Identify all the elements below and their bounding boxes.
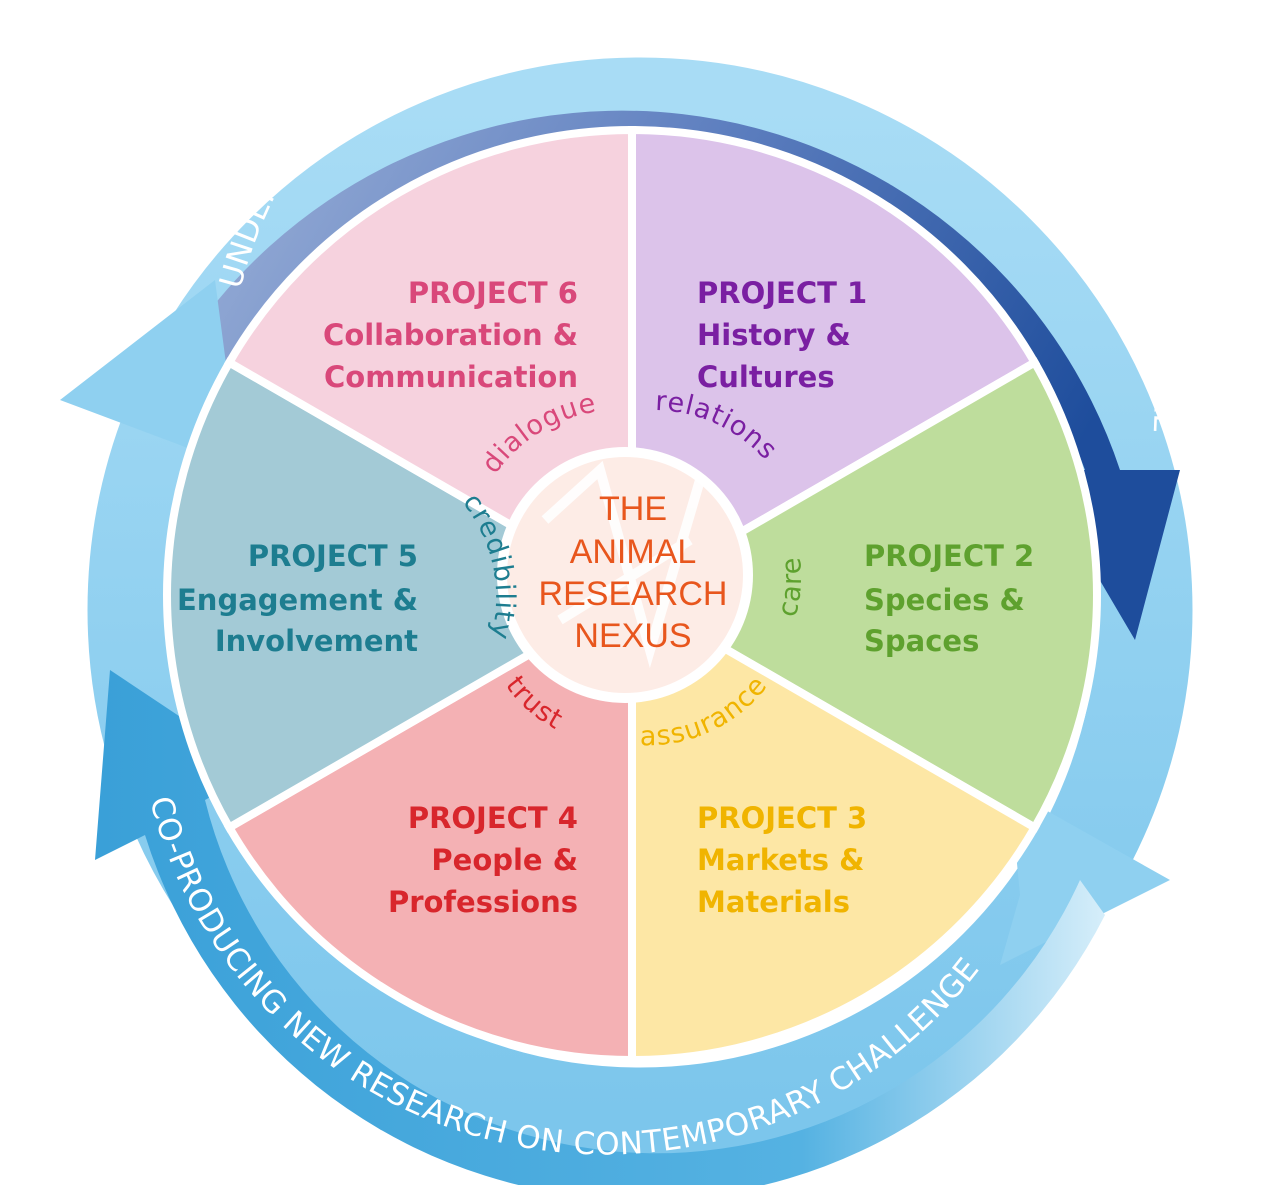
center-watermark-icon xyxy=(541,460,705,669)
project-1-line-1: History & xyxy=(697,318,851,352)
project-2-line-1: Species & xyxy=(864,583,1025,617)
project-4-line-2: Professions xyxy=(388,885,578,919)
segment-p5 xyxy=(163,357,640,833)
center-line-3: RESEARCH xyxy=(539,575,728,613)
center-line-2: ANIMAL xyxy=(570,533,697,571)
outer-ring-light xyxy=(87,57,1193,1163)
left-light-arrowhead xyxy=(60,280,240,470)
project-5-title: PROJECT 5 xyxy=(248,539,418,573)
project-wheel xyxy=(163,125,1101,1065)
center-line-1: THE xyxy=(599,490,667,528)
project-2-title: PROJECT 2 xyxy=(864,539,1034,573)
project-1-line-2: Cultures xyxy=(697,360,835,394)
project-3-title: PROJECT 3 xyxy=(697,801,867,835)
project-6-line-2: Communication xyxy=(324,360,578,394)
project-4-line-1: People & xyxy=(431,843,578,877)
segment-p1 xyxy=(628,125,1041,602)
project-3-line-1: Markets & xyxy=(697,843,864,877)
right-light-arrowhead xyxy=(1000,790,1170,965)
project-6-title: PROJECT 6 xyxy=(408,276,578,310)
segment-p3 xyxy=(628,588,1041,1065)
bottom-arrow-band xyxy=(95,670,1105,1185)
theme-care: care xyxy=(772,555,808,619)
project-4-title: PROJECT 4 xyxy=(408,801,578,835)
project-3-line-2: Materials xyxy=(697,885,850,919)
segment-p6 xyxy=(223,125,636,602)
project-5-line-1: Engagement & xyxy=(177,583,418,617)
project-2-line-2: Spaces xyxy=(864,624,979,658)
segment-p4 xyxy=(223,588,636,1065)
center-line-4: NEXUS xyxy=(574,617,691,655)
project-1-title: PROJECT 1 xyxy=(697,276,867,310)
project-5-line-2: Involvement xyxy=(215,624,418,658)
project-6-line-1: Collaboration & xyxy=(323,318,578,352)
segment-p2 xyxy=(624,357,1101,833)
